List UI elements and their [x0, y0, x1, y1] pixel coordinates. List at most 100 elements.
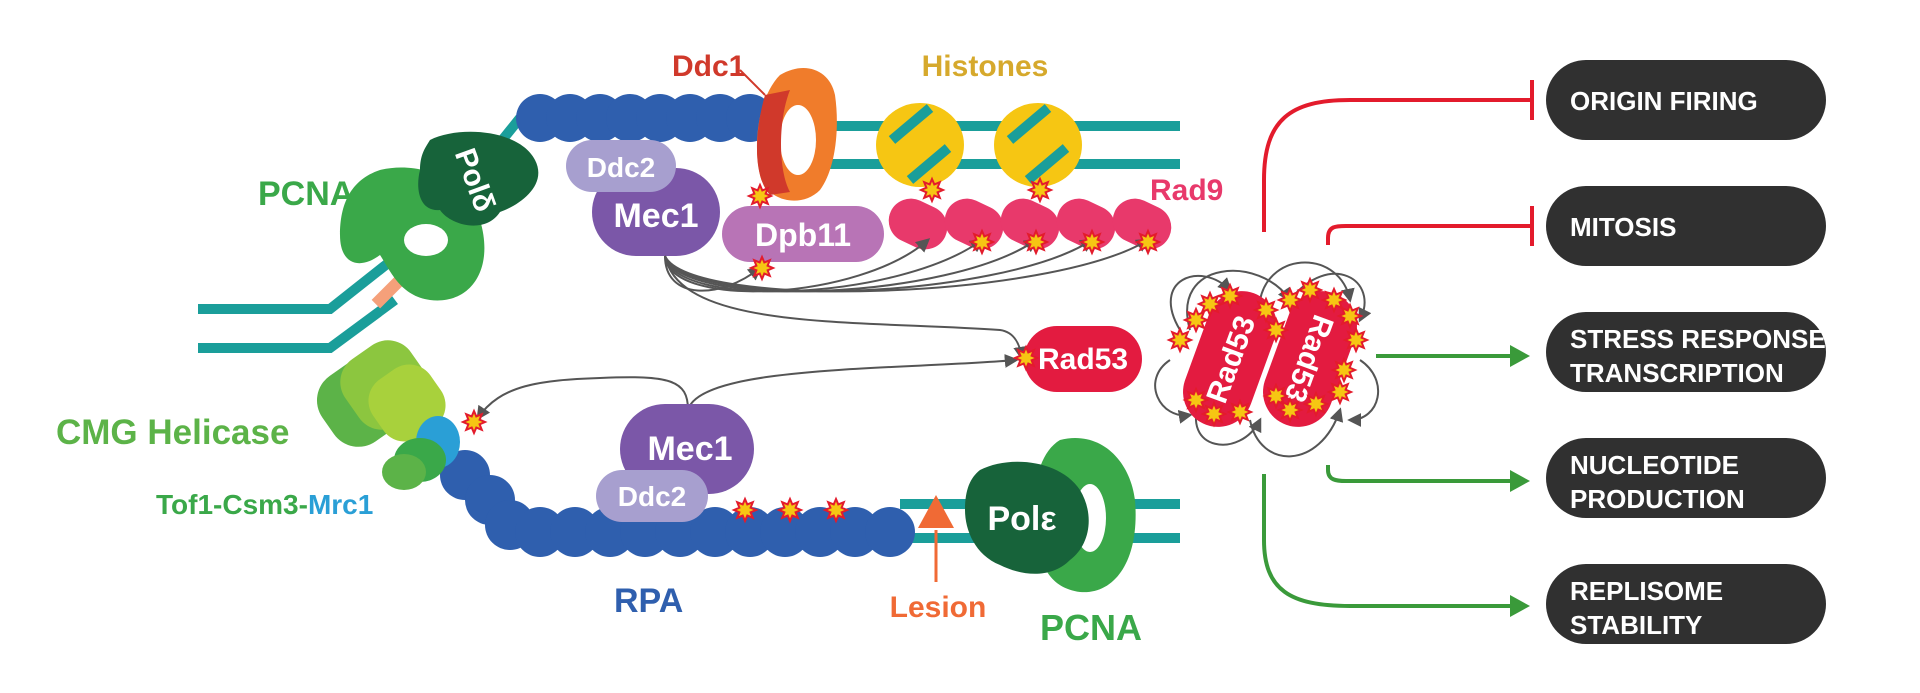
phospho-star-icon: [1262, 316, 1290, 344]
effect-lines: [1262, 80, 1534, 608]
phospho-star-icon: [1296, 276, 1324, 304]
phospho-star-icon: [1022, 228, 1050, 256]
phospho-star-icon: [1336, 302, 1364, 330]
rpa-bead: [865, 507, 915, 557]
pol-delta-shape: [418, 131, 539, 226]
rpa-bead: [550, 507, 600, 557]
inhibit-line-origin-firing: [1262, 98, 1532, 232]
ddc2-top-shape: [566, 140, 676, 192]
dna-top-left-strand-inner: [198, 295, 398, 353]
phospho-star-icon: [1330, 356, 1358, 384]
output-box: MITOSIS: [1546, 186, 1826, 266]
activate-line-replisome: [1262, 474, 1518, 608]
output-box-background: [1546, 186, 1826, 266]
pol-epsilon-label: Polε: [987, 500, 1056, 538]
phospho-star-icon: [748, 254, 776, 282]
cmg-helicase-label: CMG Helicase: [56, 413, 289, 452]
lesion-label: Lesion: [890, 591, 987, 624]
rpa-bead: [725, 507, 775, 557]
rpa-bead: [760, 507, 810, 557]
rad9-protein: [888, 198, 948, 250]
phosphorylation-markers: [460, 176, 1370, 524]
output-box-label: STABILITY: [1570, 610, 1702, 640]
rpa-bead: [830, 507, 880, 557]
phospho-star-icon: [1326, 378, 1354, 406]
ddc1-label: Ddc1: [672, 50, 745, 83]
rad9-protein: [1056, 198, 1116, 250]
rad9-protein: [1000, 198, 1060, 250]
rad53-dimer-a-shape: [1183, 291, 1277, 427]
phospho-star-icon: [1166, 326, 1194, 354]
rpa-label: RPA: [614, 582, 683, 620]
cmg-helicase-shape: [316, 340, 446, 447]
rpa-top-chain: [516, 94, 774, 142]
rad9-protein: [944, 198, 1004, 250]
rad9-label: Rad9: [1150, 174, 1223, 207]
pcna-bottom-label: PCNA: [1040, 607, 1142, 648]
phospho-star-icon: [968, 228, 996, 256]
ddc2-bottom-label: Ddc2: [618, 481, 686, 512]
phospho-star-icon: [776, 496, 804, 524]
output-box-background: [1546, 60, 1826, 140]
rpa-bottom-chain: [440, 450, 915, 557]
mec1-top-label: Mec1: [613, 197, 698, 235]
activate-line-nucleotide: [1326, 465, 1518, 483]
phospho-star-icon: [1200, 400, 1228, 428]
phospho-star-icon: [1182, 386, 1210, 414]
pcna-top-label: PCNA: [258, 175, 354, 213]
output-box: NUCLEOTIDE PRODUCTION: [1546, 438, 1826, 518]
phospho-star-icon: [1012, 344, 1040, 372]
output-box-label: REPLISOME: [1570, 576, 1723, 606]
phospho-star-icon: [822, 496, 850, 524]
output-box-label: PRODUCTION: [1570, 484, 1745, 514]
output-box-background: [1546, 564, 1826, 644]
rpa-bead: [795, 507, 845, 557]
phospho-star-icon: [1134, 228, 1162, 256]
dpb11-label: Dpb11: [755, 217, 851, 253]
phospho-star-icon: [1320, 286, 1348, 314]
rpa-bead: [515, 507, 565, 557]
phospho-star-icon: [1302, 390, 1330, 418]
output-box-label: STRESS RESPONSE: [1570, 324, 1826, 354]
tof1-csm3-label: Tof1-Csm3-: [156, 489, 308, 520]
tof1-csm3-mrc1-label: Tof1-Csm3-Mrc1: [156, 489, 373, 520]
mec1-bottom-label: Mec1: [647, 430, 732, 468]
phospho-star-icon: [460, 408, 488, 436]
output-box: REPLISOME STABILITY: [1546, 564, 1826, 644]
phospho-star-icon: [1252, 296, 1280, 324]
phospho-star-icon: [1226, 398, 1254, 426]
dpb11-shape: [722, 206, 884, 262]
rpa-bead: [690, 507, 740, 557]
lesion-marker: [918, 495, 954, 528]
ddc1-leader-line: [739, 69, 766, 96]
histone-octamer-2: [994, 103, 1082, 187]
phospho-star-icon: [731, 496, 759, 524]
tof1-csm3-mrc1-complex: [382, 416, 460, 490]
rad53-single-label: Rad53: [1038, 343, 1128, 376]
rad9-oligomers: [888, 198, 1172, 250]
mrc1-label: Mrc1: [308, 489, 373, 520]
rad53-single-shape: [1024, 326, 1142, 392]
phospho-star-icon: [1276, 286, 1304, 314]
phospho-star-icon: [1182, 306, 1210, 334]
output-box-label: MITOSIS: [1570, 212, 1676, 242]
pol-epsilon-shape: [965, 461, 1089, 574]
phospho-star-icon: [1342, 326, 1370, 354]
output-box: ORIGIN FIRING: [1546, 60, 1826, 140]
histone-octamer-1: [876, 103, 964, 187]
output-box-label: ORIGIN FIRING: [1570, 86, 1758, 116]
output-box-label: NUCLEOTIDE: [1570, 450, 1739, 480]
phospho-star-icon: [1078, 228, 1106, 256]
output-box-background: [1546, 312, 1826, 392]
histones-label: Histones: [922, 50, 1049, 83]
ddc2-bottom-shape: [596, 470, 708, 522]
phospho-star-icon: [918, 176, 946, 204]
phospho-star-icon: [746, 182, 774, 210]
activate-arrowheads: [1510, 345, 1530, 617]
phospho-star-icon: [1216, 282, 1244, 310]
ddc1-clamp: [756, 67, 837, 201]
mec1-signaling-arrows: [476, 238, 1151, 421]
rad9-protein: [1112, 198, 1172, 250]
